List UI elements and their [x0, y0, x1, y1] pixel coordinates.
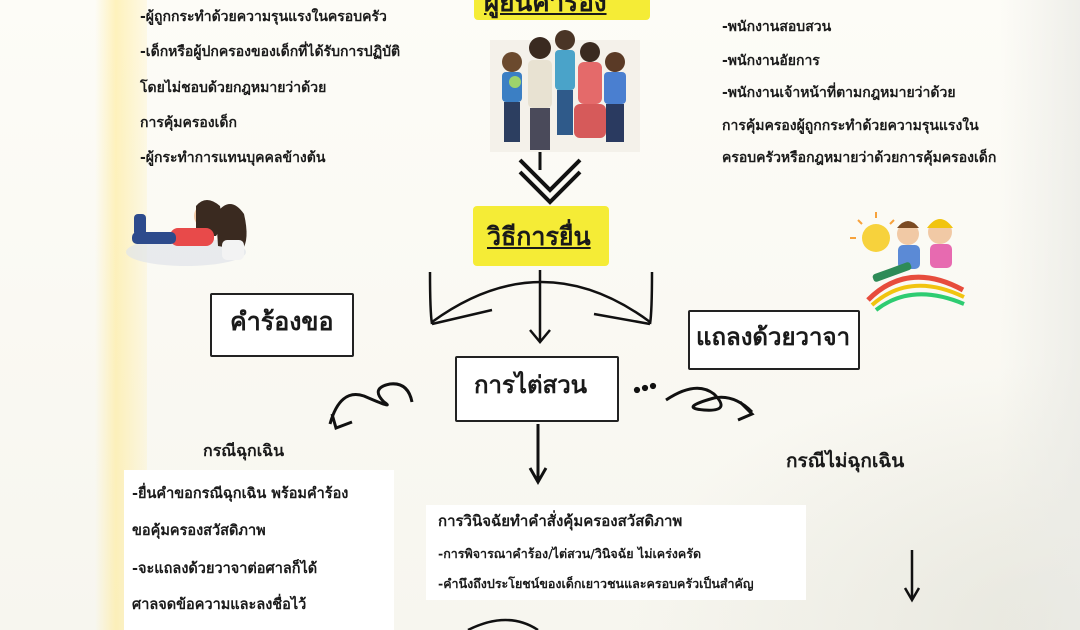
left-list-item: -เด็กหรือผู้ปกครองของเด็กที่ได้รับการปฏิ…: [140, 44, 401, 60]
branch-oral-statement: แถลงด้วยวาจา: [696, 323, 851, 351]
decision-line: -การพิจารณาคำร้อง/ไต่สวน/วินิจฉัย ไม่เคร…: [438, 546, 702, 561]
decision-panel: [426, 505, 806, 600]
paper-edge-shadow: [1000, 0, 1080, 630]
request-box: [210, 293, 354, 357]
left-list-item: -ผู้กระทำการแทนบุคคลข้างต้น: [140, 150, 326, 166]
method-title: วิธีการยื่น: [487, 222, 591, 251]
friends-illustration: [126, 200, 247, 266]
emergency-line: ขอคุ้มครองสวัสดิภาพ: [132, 523, 266, 539]
branch-hearing: การไต่สวน: [474, 371, 588, 399]
right-list-item: -พนักงานเจ้าหน้าที่ตามกฎหมายว่าด้วย: [722, 85, 956, 101]
right-list-item: -พนักงานสอบสวน: [722, 19, 832, 35]
right-list-item: -พนักงานอัยการ: [722, 53, 820, 69]
top-title: ผู้ยื่นคำร้อง: [484, 0, 607, 18]
decision-title: การวินิจฉัยทำคำสั่งคุ้มครองสวัสดิภาพ: [438, 512, 683, 530]
top-title-highlight: [474, 0, 650, 20]
right-list-item: การคุ้มครองผู้ถูกกระทำด้วยความรุนแรงใน: [722, 118, 979, 134]
non-emergency-title: กรณีไม่ฉุกเฉิน: [786, 450, 905, 472]
emergency-panel: [124, 470, 394, 630]
method-title-highlight: [473, 206, 609, 266]
right-list-item: ครอบครัวหรือกฎหมายว่าด้วยการคุ้มครองเด็ก: [722, 150, 997, 166]
loop-arrow-right-icon: [633, 382, 755, 422]
emergency-title: กรณีฉุกเฉิน: [203, 441, 285, 460]
loop-arrow-left-icon: [328, 382, 414, 430]
emergency-line: ศาลจดข้อความและลงชื่อไว้: [132, 597, 307, 613]
family-illustration: [490, 30, 640, 152]
branch-arrows: [428, 270, 654, 344]
bottom-curve: [467, 618, 539, 630]
branch-request: คำร้องขอ: [230, 307, 334, 336]
oral-statement-box: [688, 310, 860, 370]
arrow-down-right-icon: [903, 550, 921, 603]
left-list-item: -ผู้ถูกกระทำด้วยความรุนแรงในครอบครัว: [140, 9, 387, 25]
decision-line: -คำนึงถึงประโยชน์ของเด็กเยาวชนและครอบครั…: [438, 576, 754, 591]
arrow-down-center-icon: [528, 424, 548, 486]
hearing-box: [455, 356, 619, 422]
kids-illustration: [850, 212, 965, 312]
emergency-line: -จะแถลงด้วยวาจาต่อศาลก็ได้: [132, 561, 318, 577]
emergency-line: -ยื่นคำขอกรณีฉุกเฉิน พร้อมคำร้อง: [132, 486, 349, 502]
chevron-down-icon: [518, 152, 582, 205]
left-list-item: การคุ้มครองเด็ก: [140, 115, 237, 131]
left-list-item: โดยไม่ชอบด้วยกฎหมายว่าด้วย: [140, 80, 327, 96]
